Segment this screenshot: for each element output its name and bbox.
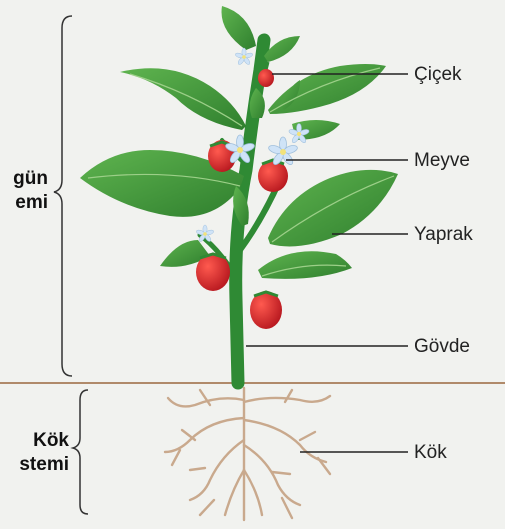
shoot-system-bracket xyxy=(54,16,72,376)
leaf xyxy=(120,68,246,130)
root-system-label-line2: stemi xyxy=(19,453,69,477)
label-flower: Çiçek xyxy=(414,65,462,84)
fruit xyxy=(258,69,274,87)
label-leaf: Yaprak xyxy=(414,225,473,244)
fruit-stalk xyxy=(266,62,268,70)
label-stem: Gövde xyxy=(414,337,470,356)
label-fruit: Meyve xyxy=(414,151,470,170)
root-system-label-line1: Kök xyxy=(19,429,69,453)
shoot-system-label: gün emi xyxy=(13,167,48,215)
root-system-bracket xyxy=(73,390,88,514)
flower xyxy=(235,48,253,66)
shoot-system-label-line2: emi xyxy=(13,191,48,215)
leaf xyxy=(268,170,398,247)
shoot-system-label-line1: gün xyxy=(13,167,48,191)
label-root: Kök xyxy=(414,443,447,462)
leaf xyxy=(222,6,257,50)
roots xyxy=(165,388,330,520)
root-system-label: Kök stemi xyxy=(19,429,69,477)
